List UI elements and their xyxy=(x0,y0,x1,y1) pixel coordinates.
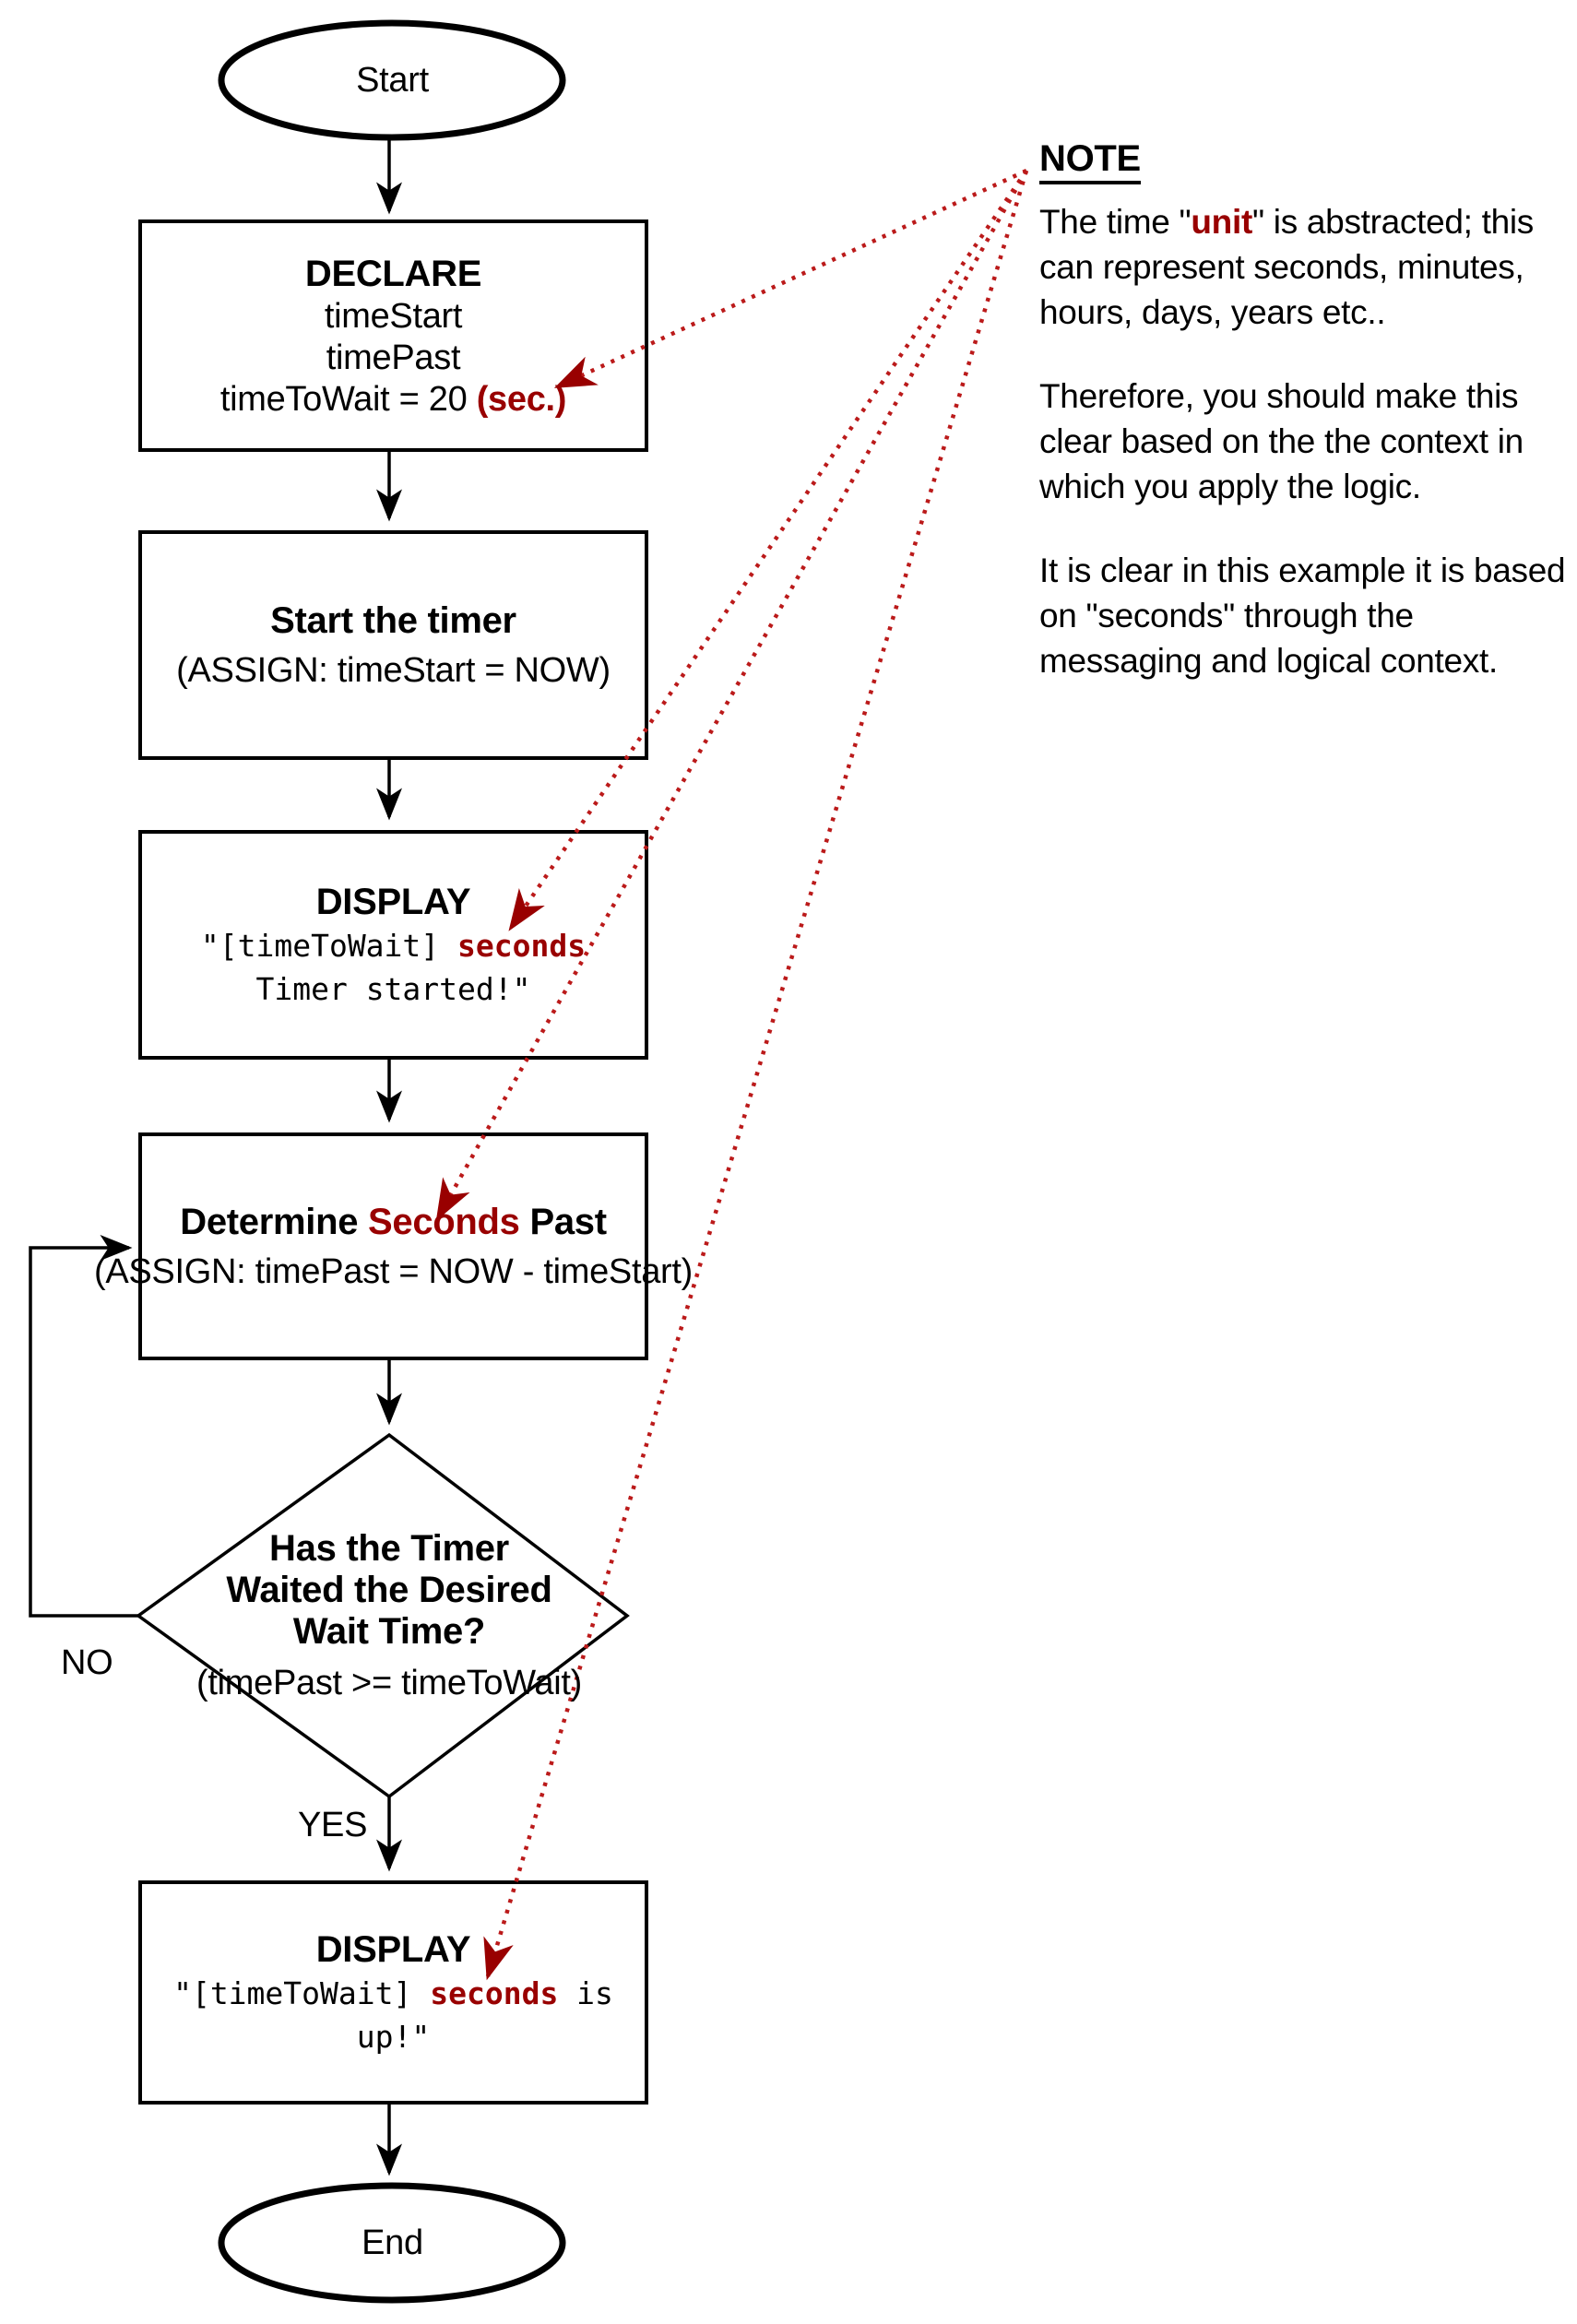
decision-line3: Wait Time? xyxy=(292,1611,486,1652)
note-p2-line2: clear based on the the context in xyxy=(1039,422,1524,460)
display-up-seconds-text: seconds xyxy=(430,1974,559,2011)
end-terminator-oval xyxy=(218,2182,566,2304)
note-p1-line1-pre: The time " xyxy=(1039,203,1192,241)
display-started-seconds-text: seconds xyxy=(457,927,587,964)
decision-condition: (timePast >= timeToWait) xyxy=(196,1664,582,1702)
determine-box xyxy=(138,1132,648,1360)
determine-title: Determine Seconds Past xyxy=(180,1200,607,1244)
start-timer-box xyxy=(138,530,648,760)
determine-title-post: Past xyxy=(519,1202,607,1242)
declare-line-timetowait: timeToWait = 20 (sec.) xyxy=(219,379,567,421)
note-annotation: NOTE The time "unit" is abstracted; this… xyxy=(1039,138,1577,722)
note-p3-line2: on "seconds" through the xyxy=(1039,597,1414,634)
note-connector-sec xyxy=(553,168,1027,389)
display-started-node-text: DISPLAY "[timeToWait] seconds Timer star… xyxy=(140,832,646,1058)
decision-line1: Has the Timer xyxy=(269,1528,509,1569)
note-p1-line2: can represent seconds, minutes, xyxy=(1039,248,1524,286)
start-timer-title: Start the timer xyxy=(270,600,516,641)
note-paragraph-3: It is clear in this example it is based … xyxy=(1039,548,1577,683)
note-p1-line3: hours, days, years etc.. xyxy=(1039,293,1386,331)
start-timer-node-text: Start the timer (ASSIGN: timeStart = NOW… xyxy=(140,532,646,758)
display-up-line2: up!" xyxy=(356,2018,431,2055)
note-p3-line3: messaging and logical context. xyxy=(1039,642,1498,680)
decision-node-text: Has the Timer Waited the Desired Wait Ti… xyxy=(140,1444,638,1787)
display-started-line1-text: "[timeToWait] xyxy=(200,927,458,964)
decision-line2: Waited the Desired xyxy=(226,1570,552,1610)
display-started-line2: Timer started!" xyxy=(255,970,531,1007)
declare-title: DECLARE xyxy=(304,253,482,294)
start-label: Start xyxy=(356,60,429,100)
start-timer-assign: (ASSIGN: timeStart = NOW) xyxy=(176,651,611,690)
display-started-box xyxy=(138,830,648,1060)
declare-line-timestart: timeStart xyxy=(324,296,463,336)
note-unit-text: unit xyxy=(1191,203,1252,241)
declare-sec-unit-text: (sec.) xyxy=(476,379,567,419)
display-up-line1-text: "[timeToWait] xyxy=(173,1974,431,2011)
note-connector-seconds-past xyxy=(435,169,1028,1221)
display-up-line1-post: is xyxy=(558,1974,613,2011)
start-node-label-block: Start xyxy=(221,23,563,137)
determine-seconds-text: Seconds xyxy=(368,1202,520,1242)
display-started-line1: "[timeToWait] seconds xyxy=(201,924,586,967)
flow-arrow-no-loop xyxy=(29,1235,138,1618)
note-p2-line1: Therefore, you should make this xyxy=(1039,377,1519,415)
determine-assign: (ASSIGN: timePast = NOW - timeStart) xyxy=(93,1252,694,1291)
note-connector-seconds-up xyxy=(483,170,1029,1981)
end-label: End xyxy=(362,2223,423,2262)
display-up-line1: "[timeToWait] seconds is xyxy=(173,1972,613,2015)
declare-box xyxy=(138,219,648,452)
declare-line-timepast: timePast xyxy=(326,338,461,377)
display-up-node-text: DISPLAY "[timeToWait] seconds is up!" xyxy=(140,1882,646,2103)
start-terminator-oval xyxy=(218,19,566,141)
end-node-label-block: End xyxy=(221,2186,563,2300)
note-p3-line1: It is clear in this example it is based xyxy=(1039,551,1566,589)
determine-node-text: Determine Seconds Past (ASSIGN: timePast… xyxy=(94,1134,693,1358)
note-paragraph-2: Therefore, you should make this clear ba… xyxy=(1039,374,1577,509)
display-started-title: DISPLAY xyxy=(315,881,471,922)
note-paragraph-1: The time "unit" is abstracted; this can … xyxy=(1039,199,1577,335)
note-p1-line1: The time "unit" is abstracted; this xyxy=(1039,203,1534,241)
no-edge-label: NO xyxy=(61,1643,113,1682)
note-heading: NOTE xyxy=(1039,138,1141,184)
display-up-box xyxy=(138,1880,648,2105)
display-up-title: DISPLAY xyxy=(315,1928,471,1970)
declare-node-text: DECLARE timeStart timePast timeToWait = … xyxy=(140,221,646,450)
declare-timetowait-text: timeToWait = 20 xyxy=(219,379,477,419)
note-p2-line3: which you apply the logic. xyxy=(1039,468,1421,505)
determine-title-pre: Determine xyxy=(180,1202,368,1242)
note-p1-line1-post: " is abstracted; this xyxy=(1251,203,1534,241)
yes-edge-label: YES xyxy=(298,1806,368,1844)
